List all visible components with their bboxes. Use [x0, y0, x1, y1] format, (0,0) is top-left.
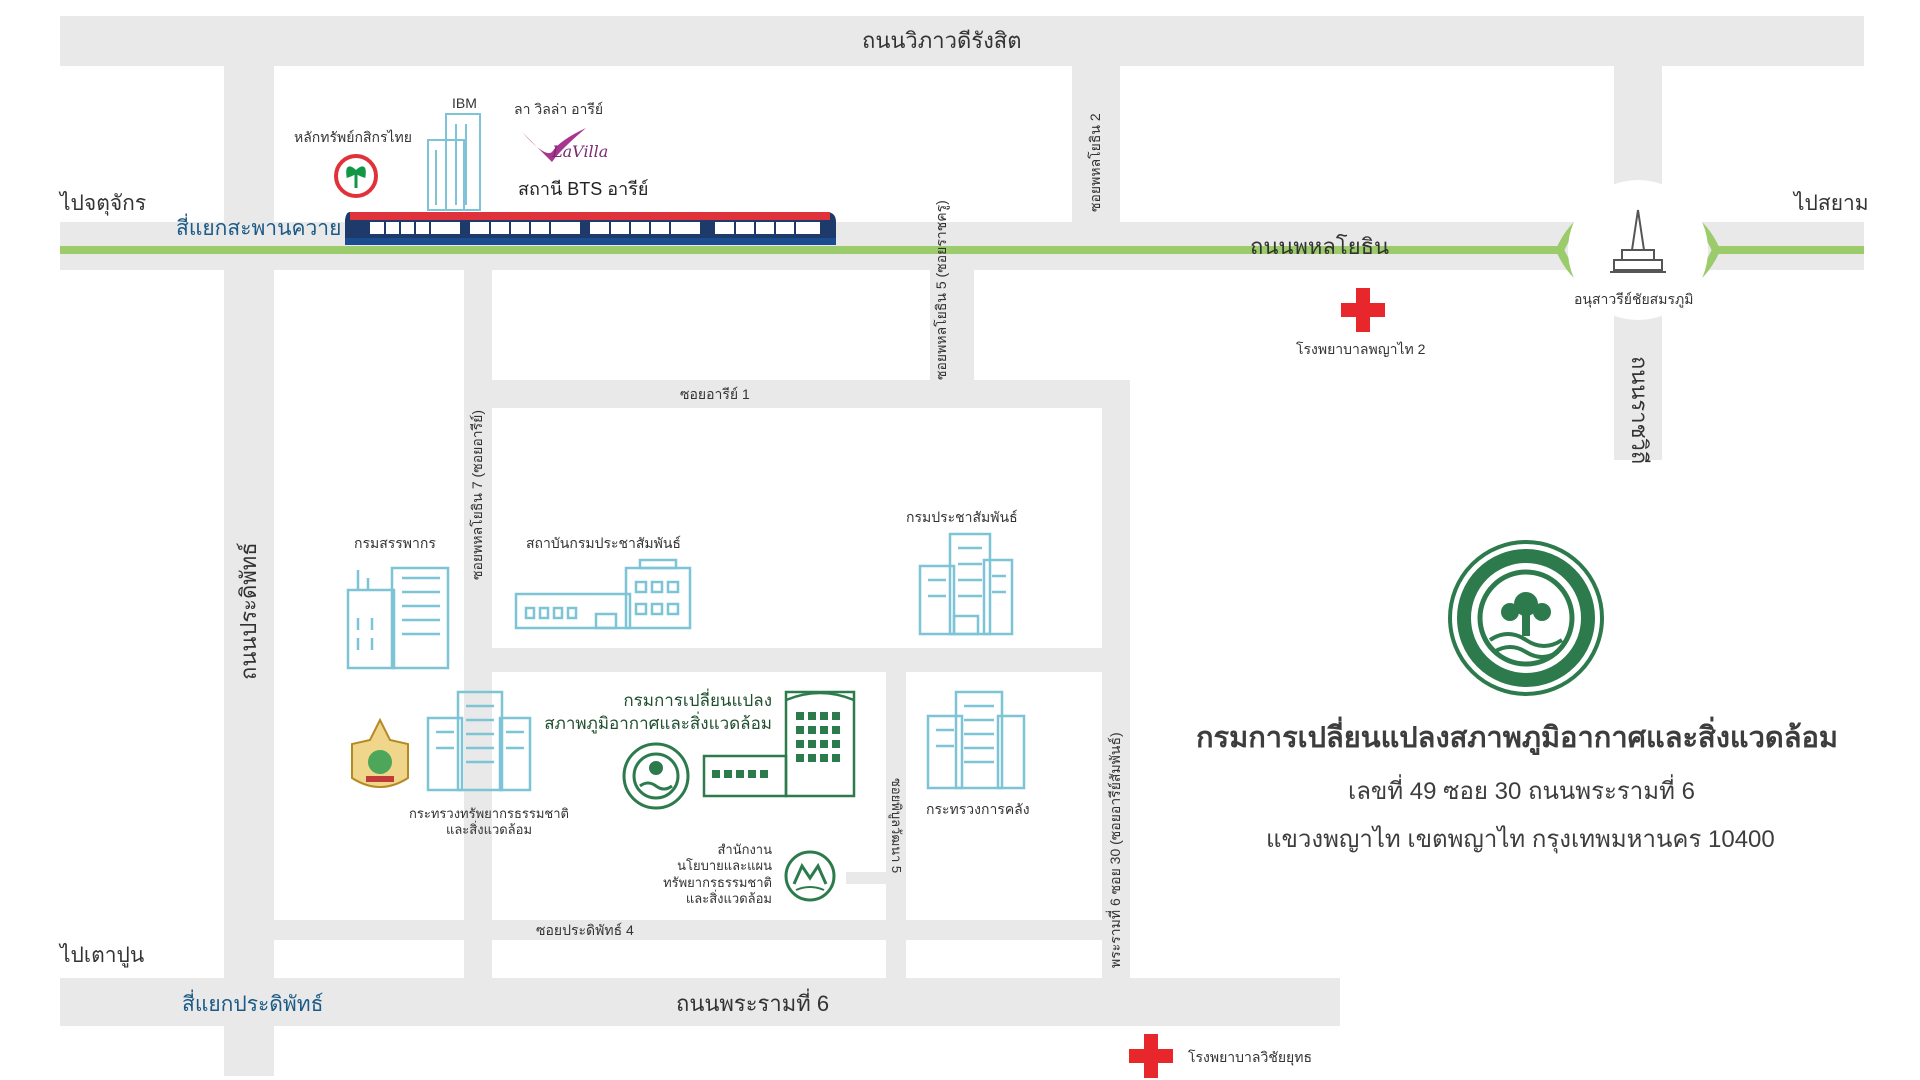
label-la-villa: ลา วิลล่า อารีย์ — [514, 101, 604, 117]
onep-logo-icon — [784, 850, 836, 902]
direction-taopoon: ไปเตาปูน — [60, 944, 145, 967]
dcce-small-seal-icon — [622, 742, 690, 810]
label-ibm: IBM — [452, 95, 477, 111]
road-label-soi-phahon2: ซอยพหลโยธิน 2 — [1087, 113, 1103, 212]
address-line1: เลขที่ 49 ซอย 30 ถนนพระรามที่ 6 — [1348, 778, 1695, 805]
lavilla-logo-icon — [522, 128, 586, 162]
road-vibhavadi — [60, 16, 1864, 66]
revenue-dept-building-icon — [346, 566, 450, 670]
label-onep-line3: ทรัพยากรธรรมชาติ — [663, 874, 772, 890]
label-kasikorn: หลักทรัพย์กสิกรไทย — [294, 129, 412, 145]
prd-building-icon — [918, 532, 1014, 636]
road-label-soi-ari1: ซอยอารีย์ 1 — [680, 386, 750, 402]
label-victory-monument: อนุสาวรีย์ชัยสมรภูมิ — [1574, 291, 1694, 307]
label-onep-line1: สำนักงาน — [717, 842, 772, 857]
address-title: กรมการเปลี่ยนแปลงสภาพภูมิอากาศและสิ่งแวด… — [1196, 722, 1839, 754]
finance-building-icon — [926, 690, 1026, 790]
junction-pradiphat: สี่แยกประดิพัทธ์ — [182, 993, 324, 1016]
road-soi-rama6-30 — [1102, 380, 1130, 980]
dcce-building-icon — [702, 690, 856, 798]
address-line2: แขวงพญาไท เขตพญาไท กรุงเทพมหานคร 10400 — [1266, 826, 1775, 853]
mnre-emblem-icon — [351, 717, 409, 788]
direction-chatuchak: ไปจตุจักร — [60, 192, 147, 215]
label-mnre-line1: กระทรวงทรัพยากรธรรมชาติ — [409, 806, 569, 821]
label-dcce-line1: กรมการเปลี่ยนแปลง — [623, 691, 772, 710]
label-onep: สำนักงาน นโยบายและแผน ทรัพยากรธรรมชาติ แ… — [663, 842, 772, 907]
road-label-soi-pradiphat4: ซอยประดิพัทธ์ 4 — [536, 922, 634, 938]
prd-institute-building-icon — [514, 558, 692, 630]
road-soi-phahon7 — [464, 270, 492, 980]
kasikorn-logo-icon — [334, 154, 378, 198]
label-prd-institute: สถาบันกรมประชาสัมพันธ์ — [526, 535, 681, 551]
road-network — [60, 16, 1864, 1076]
junction-saphan-khwai: สี่แยกสะพานควาย — [176, 217, 342, 240]
dcce-large-seal-icon — [1448, 540, 1604, 696]
road-soi-ari-cross — [492, 648, 1130, 672]
road-label-soi-rama6-30: พระรามที่ 6 ซอย 30 (ซอยอารีย์สัมพันธ์) — [1107, 732, 1123, 968]
road-soi-pradiphat4 — [274, 920, 1102, 940]
road-soi-phahon2 — [1072, 66, 1120, 226]
road-label-soi-phahon7: ซอยพหลโยธิน 7 (ซอยอารีย์) — [469, 410, 485, 580]
road-label-ratchawithi: ถนนราชวิถี — [1627, 356, 1652, 465]
direction-siam: ไปสยาม — [1794, 192, 1869, 215]
ibm-building-icon — [427, 113, 481, 211]
road-pradiphat — [224, 66, 274, 1076]
road-label-soi-phibun: ซอยพิบูลวัฒนา 5 — [889, 778, 904, 874]
road-label-rama6: ถนนพระรามที่ 6 — [676, 991, 830, 1016]
label-bts-ari: สถานี BTS อารีย์ — [518, 179, 649, 199]
bts-train-icon — [345, 212, 836, 245]
road-soi-phahon5 — [930, 270, 974, 380]
monument-icon — [1610, 209, 1666, 273]
label-revenue-dept: กรมสรรพากร — [354, 535, 436, 551]
road-soi-phibun — [886, 672, 906, 978]
road-stub-onep — [846, 872, 886, 884]
road-label-phahonyothin: ถนนพหลโยธิน — [1250, 234, 1390, 259]
label-onep-line4: และสิ่งแวดล้อม — [685, 890, 772, 906]
label-dcce-building: กรมการเปลี่ยนแปลง สภาพภูมิอากาศและสิ่งแว… — [544, 690, 772, 736]
mnre-building-icon — [426, 690, 532, 792]
road-soi-ari1 — [492, 380, 1130, 408]
label-prd: กรมประชาสัมพันธ์ — [906, 509, 1018, 525]
la-villa-logo-text: LaVilla — [552, 142, 609, 161]
hospital-phyathai2-icon — [1341, 288, 1385, 332]
road-label-vibhavadi: ถนนวิภาวดีรังสิต — [862, 28, 1022, 53]
label-onep-line2: นโยบายและแผน — [677, 858, 772, 874]
road-label-pradiphat: ถนนประดิพัทธ์ — [236, 542, 261, 680]
hospital-vichaiyut-icon — [1129, 1034, 1173, 1078]
road-label-soi-phahon5: ซอยพหลโยธิน 5 (ซอยราชครู) — [933, 200, 949, 380]
label-vichaiyut: โรงพยาบาลวิชัยยุทธ — [1188, 1049, 1313, 1065]
label-finance: กระทรวงการคลัง — [926, 801, 1030, 817]
label-phyathai2: โรงพยาบาลพญาไท 2 — [1296, 341, 1426, 357]
label-mnre-line2: และสิ่งแวดล้อม — [445, 822, 533, 838]
label-mnre: กระทรวงทรัพยากรธรรมชาติ และสิ่งแวดล้อม — [392, 806, 586, 839]
label-dcce-line2: สภาพภูมิอากาศและสิ่งแวดล้อม — [544, 713, 772, 733]
